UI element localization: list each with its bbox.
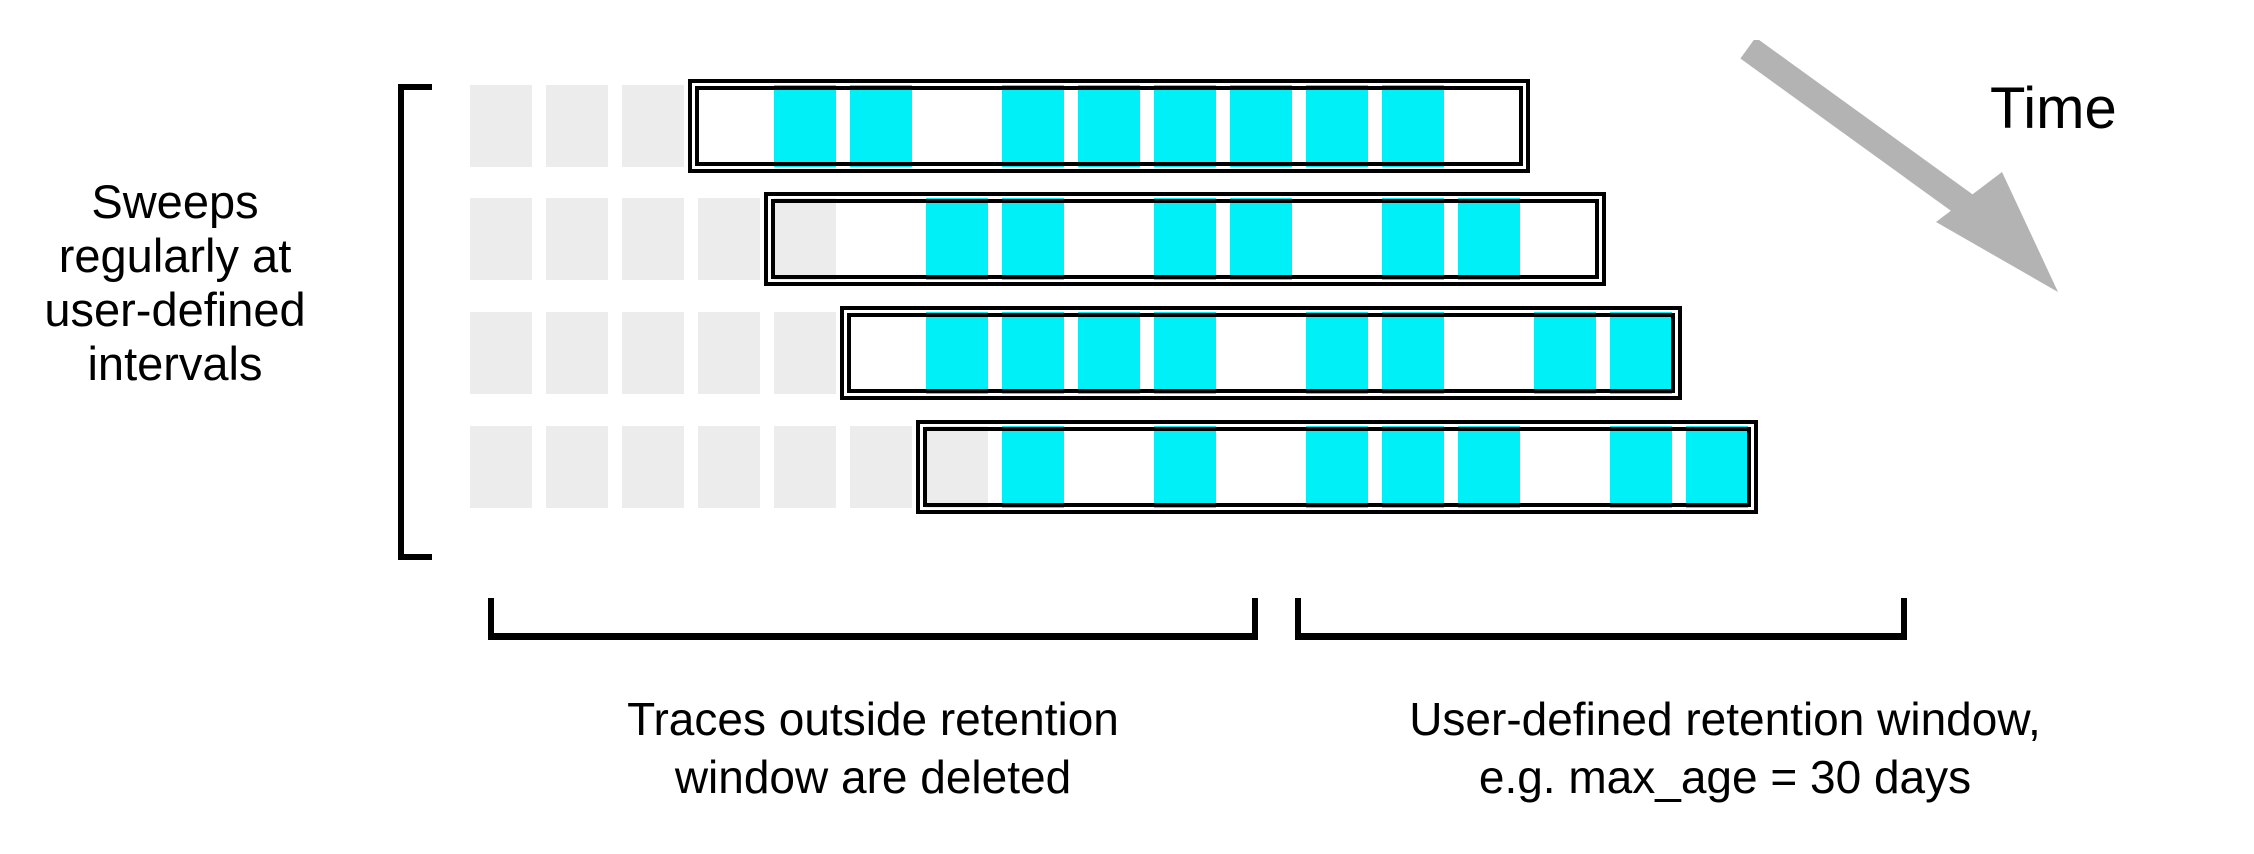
empty-trace-cell <box>850 312 912 394</box>
timeline-row <box>470 192 1610 286</box>
time-label: Time <box>1990 76 2117 141</box>
retention-caption: User-defined retention window, e.g. max_… <box>1409 693 2041 803</box>
retained-trace-cell <box>1002 312 1064 394</box>
deleted-trace-cell <box>546 426 608 508</box>
deleted-trace-cell <box>470 198 532 280</box>
deleted-trace-cell <box>850 426 912 508</box>
timeline-cells <box>470 426 1762 508</box>
timeline-row <box>470 79 1534 173</box>
deleted-trace-cell <box>774 198 836 280</box>
retained-trace-cell <box>1458 426 1520 508</box>
deleted-trace-cell <box>698 426 760 508</box>
empty-trace-cell <box>1230 426 1292 508</box>
retained-trace-cell <box>1610 426 1672 508</box>
retained-trace-cell <box>1078 312 1140 394</box>
retained-trace-cell <box>1154 426 1216 508</box>
retained-trace-cell <box>1686 426 1748 508</box>
deleted-trace-cell <box>774 312 836 394</box>
deleted-trace-cell <box>622 312 684 394</box>
retained-trace-cell <box>1458 198 1520 280</box>
empty-trace-cell <box>1078 426 1140 508</box>
deleted-trace-cell <box>470 85 532 167</box>
retained-trace-cell <box>1306 85 1368 167</box>
retained-trace-cell <box>1382 85 1444 167</box>
retained-trace-cell <box>1610 312 1672 394</box>
empty-trace-cell <box>1458 312 1520 394</box>
retained-trace-cell <box>1078 85 1140 167</box>
retained-trace-cell <box>1306 426 1368 508</box>
deleted-trace-cell <box>546 198 608 280</box>
deleted-trace-cell <box>774 426 836 508</box>
deleted-trace-cell <box>622 426 684 508</box>
empty-trace-cell <box>1078 198 1140 280</box>
retained-trace-cell <box>1382 198 1444 280</box>
timeline-cells <box>470 198 1610 280</box>
retained-trace-cell <box>1002 85 1064 167</box>
retained-trace-cell <box>926 312 988 394</box>
retained-trace-cell <box>926 198 988 280</box>
deleted-trace-cell <box>622 85 684 167</box>
timeline-row <box>470 306 1686 400</box>
retained-trace-cell <box>1382 312 1444 394</box>
deleted-trace-cell <box>546 312 608 394</box>
empty-trace-cell <box>698 85 760 167</box>
deleted-trace-cell <box>698 312 760 394</box>
timeline-cells <box>470 85 1534 167</box>
deleted-trace-cell <box>698 198 760 280</box>
empty-trace-cell <box>1306 198 1368 280</box>
deleted-trace-cell <box>546 85 608 167</box>
sweeps-bracket <box>398 84 432 560</box>
retained-trace-cell <box>774 85 836 167</box>
deleted-caption: Traces outside retention window are dele… <box>627 693 1119 803</box>
retained-trace-cell <box>1534 312 1596 394</box>
empty-trace-cell <box>1458 85 1520 167</box>
retained-trace-cell <box>1154 85 1216 167</box>
empty-trace-cell <box>850 198 912 280</box>
deleted-trace-cell <box>470 312 532 394</box>
retained-trace-cell <box>1154 198 1216 280</box>
retained-trace-cell <box>1002 426 1064 508</box>
empty-trace-cell <box>926 85 988 167</box>
deleted-range-bracket <box>488 598 1258 640</box>
deleted-trace-cell <box>470 426 532 508</box>
empty-trace-cell <box>1230 312 1292 394</box>
retained-trace-cell <box>1002 198 1064 280</box>
retention-range-bracket <box>1295 598 1907 640</box>
timeline-row <box>470 420 1762 514</box>
retained-trace-cell <box>1306 312 1368 394</box>
time-arrow-icon <box>1740 40 2058 292</box>
timeline-cells <box>470 312 1686 394</box>
sweeps-caption: Sweeps regularly at user-defined interva… <box>44 175 306 390</box>
retained-trace-cell <box>1154 312 1216 394</box>
retained-trace-cell <box>850 85 912 167</box>
empty-trace-cell <box>1534 426 1596 508</box>
retained-trace-cell <box>1382 426 1444 508</box>
retained-trace-cell <box>1230 85 1292 167</box>
retained-trace-cell <box>1230 198 1292 280</box>
empty-trace-cell <box>1534 198 1596 280</box>
deleted-trace-cell <box>926 426 988 508</box>
deleted-trace-cell <box>622 198 684 280</box>
